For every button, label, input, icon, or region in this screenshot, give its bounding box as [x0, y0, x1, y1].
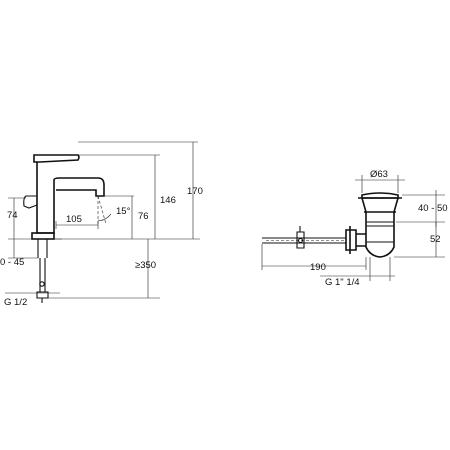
- waste-nut: [345, 226, 366, 254]
- waste-drawing: Ø63 40 - 50 52 190 G 1" 1/4: [261, 169, 448, 288]
- waste-body: [365, 212, 395, 258]
- faucet-base-flange: [31, 232, 55, 240]
- dim-base-height: 74: [7, 210, 18, 221]
- dim-angle: 15°: [116, 206, 131, 217]
- faucet-connector-nut: [36, 291, 49, 303]
- waste-rod-clamp: [296, 226, 305, 249]
- dim-diameter: Ø63: [370, 169, 388, 180]
- dim-deck-range: 0 - 45: [0, 257, 24, 268]
- dim-body: 52: [430, 234, 441, 245]
- dim-hose-length: ≥350: [135, 260, 156, 271]
- faucet-drawing: 170 146 76 15° 105 74 0 - 45 ≥350 G: [0, 141, 203, 308]
- dim-spout-height: 146: [160, 195, 176, 206]
- dim-rod-length: 190: [310, 262, 326, 273]
- faucet-shank: [37, 239, 48, 292]
- faucet-body: [36, 162, 105, 234]
- dim-reach: 105: [66, 214, 82, 225]
- faucet-side-knob: [23, 195, 38, 209]
- dim-total-height: 170: [187, 186, 203, 197]
- dim-connection: G 1/2: [4, 297, 27, 308]
- faucet-lever: [33, 154, 80, 163]
- dim-thread: G 1" 1/4: [325, 277, 360, 288]
- dim-range: 40 - 50: [418, 203, 448, 214]
- dim-outlet-height: 76: [138, 211, 149, 222]
- waste-flange: [358, 197, 402, 213]
